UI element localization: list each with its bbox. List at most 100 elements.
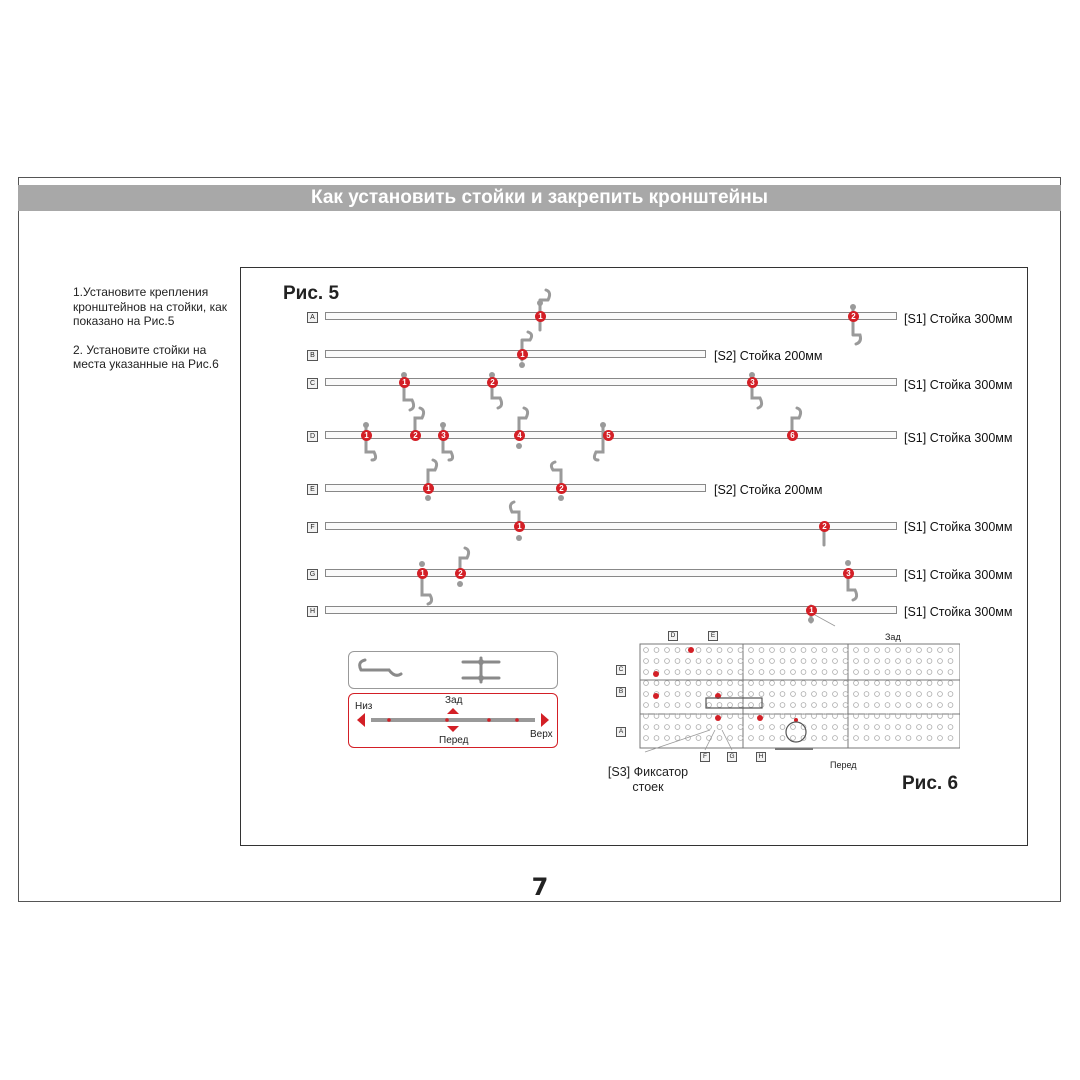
pegboard-hole <box>895 691 901 697</box>
pegboard-hole <box>821 735 828 741</box>
bracket-legend-icons <box>358 656 501 684</box>
badge-c-3: 3 <box>747 377 758 388</box>
badge-d-2: 2 <box>410 430 421 441</box>
post-bar <box>325 350 706 358</box>
post-label: [S2] Стойка 200мм <box>714 483 823 497</box>
pegboard-hole <box>685 724 691 730</box>
pegboard-hole <box>832 647 838 653</box>
pegboard-hole <box>737 724 744 730</box>
badge-e-2: 2 <box>556 483 567 494</box>
pegboard-hole <box>769 658 775 664</box>
row-letter: A <box>307 312 318 323</box>
fixer-label-line1: [S3] Фиксатор <box>607 765 689 779</box>
pegboard-hole <box>727 680 733 686</box>
direction-back: Зад <box>445 695 463 706</box>
pegboard-hole <box>926 680 933 686</box>
pegboard-hole <box>916 713 922 719</box>
post-bar <box>325 378 897 386</box>
pegboard-hole <box>800 735 807 741</box>
pegboard-hole <box>874 724 880 730</box>
pegboard-hole <box>664 680 670 686</box>
pegboard-hole <box>758 724 765 730</box>
pegboard-hole <box>695 724 702 730</box>
pegboard-hole <box>674 724 681 730</box>
pegboard-hole <box>779 658 786 664</box>
pegboard-hole <box>716 735 723 741</box>
post-row-b: B [S2] Стойка 200мм <box>0 349 1080 380</box>
badge-b-1: 1 <box>517 349 528 360</box>
pegboard-hole <box>937 669 943 675</box>
pegboard-hole <box>916 669 922 675</box>
pegboard-hole <box>926 713 933 719</box>
pegboard-hole <box>895 647 901 653</box>
pegboard-hole <box>779 680 786 686</box>
pegboard-hole <box>842 735 849 741</box>
fixer-label: [S3] Фиксатор стоек <box>598 765 698 795</box>
pegboard-hole <box>706 647 712 653</box>
pegboard-hole <box>769 713 775 719</box>
pegboard-hole <box>758 647 765 653</box>
pegboard-hole <box>769 691 775 697</box>
badge-d-3: 3 <box>438 430 449 441</box>
pegboard-hole <box>926 724 933 730</box>
pegboard-hole <box>926 702 933 708</box>
pegboard-hole <box>664 658 670 664</box>
badge-g-2: 2 <box>455 568 466 579</box>
pegboard-hole <box>937 724 943 730</box>
pegboard-hole <box>790 724 796 730</box>
badge-c-2: 2 <box>487 377 498 388</box>
pegboard-hole <box>895 713 901 719</box>
pegboard-hole <box>821 702 828 708</box>
pegboard-hole <box>884 735 891 741</box>
pegboard-hole <box>716 680 723 686</box>
pegboard-hole <box>643 691 649 697</box>
pegboard-hole <box>737 713 744 719</box>
pegboard-hole <box>706 680 712 686</box>
pegboard-hole <box>748 658 754 664</box>
pegboard-hole <box>916 691 922 697</box>
row-letter: H <box>307 606 318 617</box>
pegboard-hole <box>832 669 838 675</box>
post-row-a: A [S1] Стойка 300мм <box>0 312 1080 342</box>
pegboard-hole <box>748 669 754 675</box>
pegboard-hole <box>895 669 901 675</box>
pegboard-hole <box>664 647 670 653</box>
pointer-lines <box>644 730 733 753</box>
pegboard-hole <box>727 713 733 719</box>
pegboard-hole <box>947 724 954 730</box>
figure6-plan: D E C B A F G H Зад Перед <box>616 631 961 770</box>
post-label: [S1] Стойка 300мм <box>904 312 1013 326</box>
pegboard-hole <box>874 669 880 675</box>
pegboard-hole <box>664 702 670 708</box>
pegboard-hole <box>842 713 849 719</box>
pegboard-hole <box>758 658 765 664</box>
pegboard-hole <box>664 669 670 675</box>
pegboard-hole <box>643 680 649 686</box>
pegboard-hole <box>643 702 649 708</box>
pegboard-hole <box>674 669 681 675</box>
badge-h-1: 1 <box>806 605 817 616</box>
pegboard-hole <box>800 658 807 664</box>
post-row-g: G [S1] Стойка 300мм <box>0 568 1080 599</box>
pegboard-hole <box>832 658 838 664</box>
pegboard-hole <box>853 691 859 697</box>
pegboard-hole <box>695 680 702 686</box>
pegboard-hole <box>653 735 660 741</box>
pegboard-hole <box>737 735 744 741</box>
pegboard-hole <box>800 702 807 708</box>
fixer-label-line2: стоек <box>632 780 664 794</box>
pegboard-hole <box>821 647 828 653</box>
badge-c-1: 1 <box>399 377 410 388</box>
post-bar <box>325 606 897 614</box>
pegboard-hole <box>727 647 733 653</box>
pegboard-hole <box>853 669 859 675</box>
pegboard-hole <box>821 669 828 675</box>
pegboard-hole <box>832 680 838 686</box>
pegboard-hole <box>842 702 849 708</box>
pegboard-hole <box>695 647 702 653</box>
pegboard-hole <box>790 735 796 741</box>
pegboard-hole <box>716 647 723 653</box>
pegboard-hole <box>800 691 807 697</box>
pegboard-hole <box>947 658 954 664</box>
pegboard-hole <box>779 724 786 730</box>
